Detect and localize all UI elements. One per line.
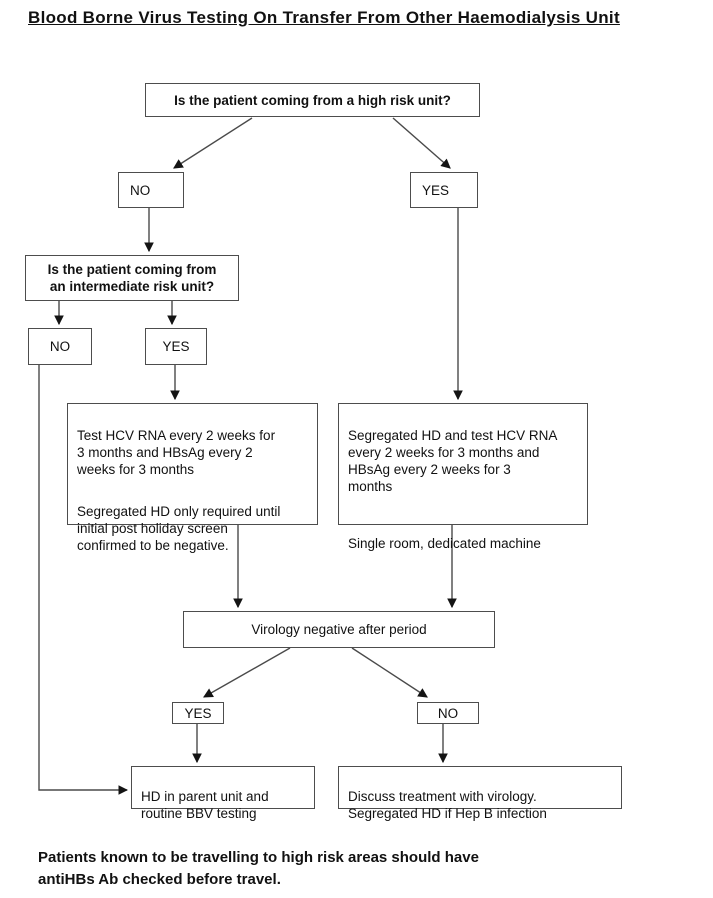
intermediate-plan-segregation-text: Segregated HD only required until initia… [77, 504, 281, 553]
node-no-intermediate: NO [28, 328, 92, 365]
travel-advice-note: Patients known to be travelling to high … [38, 849, 479, 888]
node-yes-high-risk: YES [410, 172, 478, 208]
connector-highq-to-no [173, 117, 253, 169]
discuss-virology-plan-text: Discuss treatment with virology. Segrega… [348, 789, 547, 821]
connector-virology-to-no [351, 647, 428, 698]
node-parent-unit-plan: HD in parent unit and routine BBV testin… [131, 766, 315, 821]
node-no-virology: NO [417, 702, 479, 724]
node-yes-virology: YES [172, 702, 224, 724]
node-intermediate-plan: Test HCV RNA every 2 weeks for 3 months … [67, 403, 318, 553]
connector-no-bypass-to-parent-unit [38, 365, 129, 795]
node-yes-intermediate: YES [145, 328, 207, 365]
connector-highq-to-yes [392, 117, 451, 169]
node-virology-check: Virology negative after period [183, 611, 495, 648]
parent-unit-plan-text: HD in parent unit and routine BBV testin… [141, 789, 269, 821]
node-high-risk-plan: Segregated HD and test HCV RNA every 2 w… [338, 403, 588, 551]
high-risk-plan-testing-text: Segregated HD and test HCV RNA every 2 w… [348, 428, 558, 494]
node-discuss-virology-plan: Discuss treatment with virology. Segrega… [338, 766, 622, 821]
connector-virology-to-yes [203, 647, 291, 698]
node-no-high-risk: NO [118, 172, 184, 208]
intermediate-plan-testing-text: Test HCV RNA every 2 weeks for 3 months … [77, 428, 276, 477]
node-high-risk-question: Is the patient coming from a high risk u… [145, 83, 480, 117]
node-intermediate-risk-question: Is the patient coming from an intermedia… [25, 255, 239, 301]
high-risk-plan-room-text: Single room, dedicated machine [348, 536, 541, 551]
page-title: Blood Borne Virus Testing On Transfer Fr… [28, 8, 620, 27]
